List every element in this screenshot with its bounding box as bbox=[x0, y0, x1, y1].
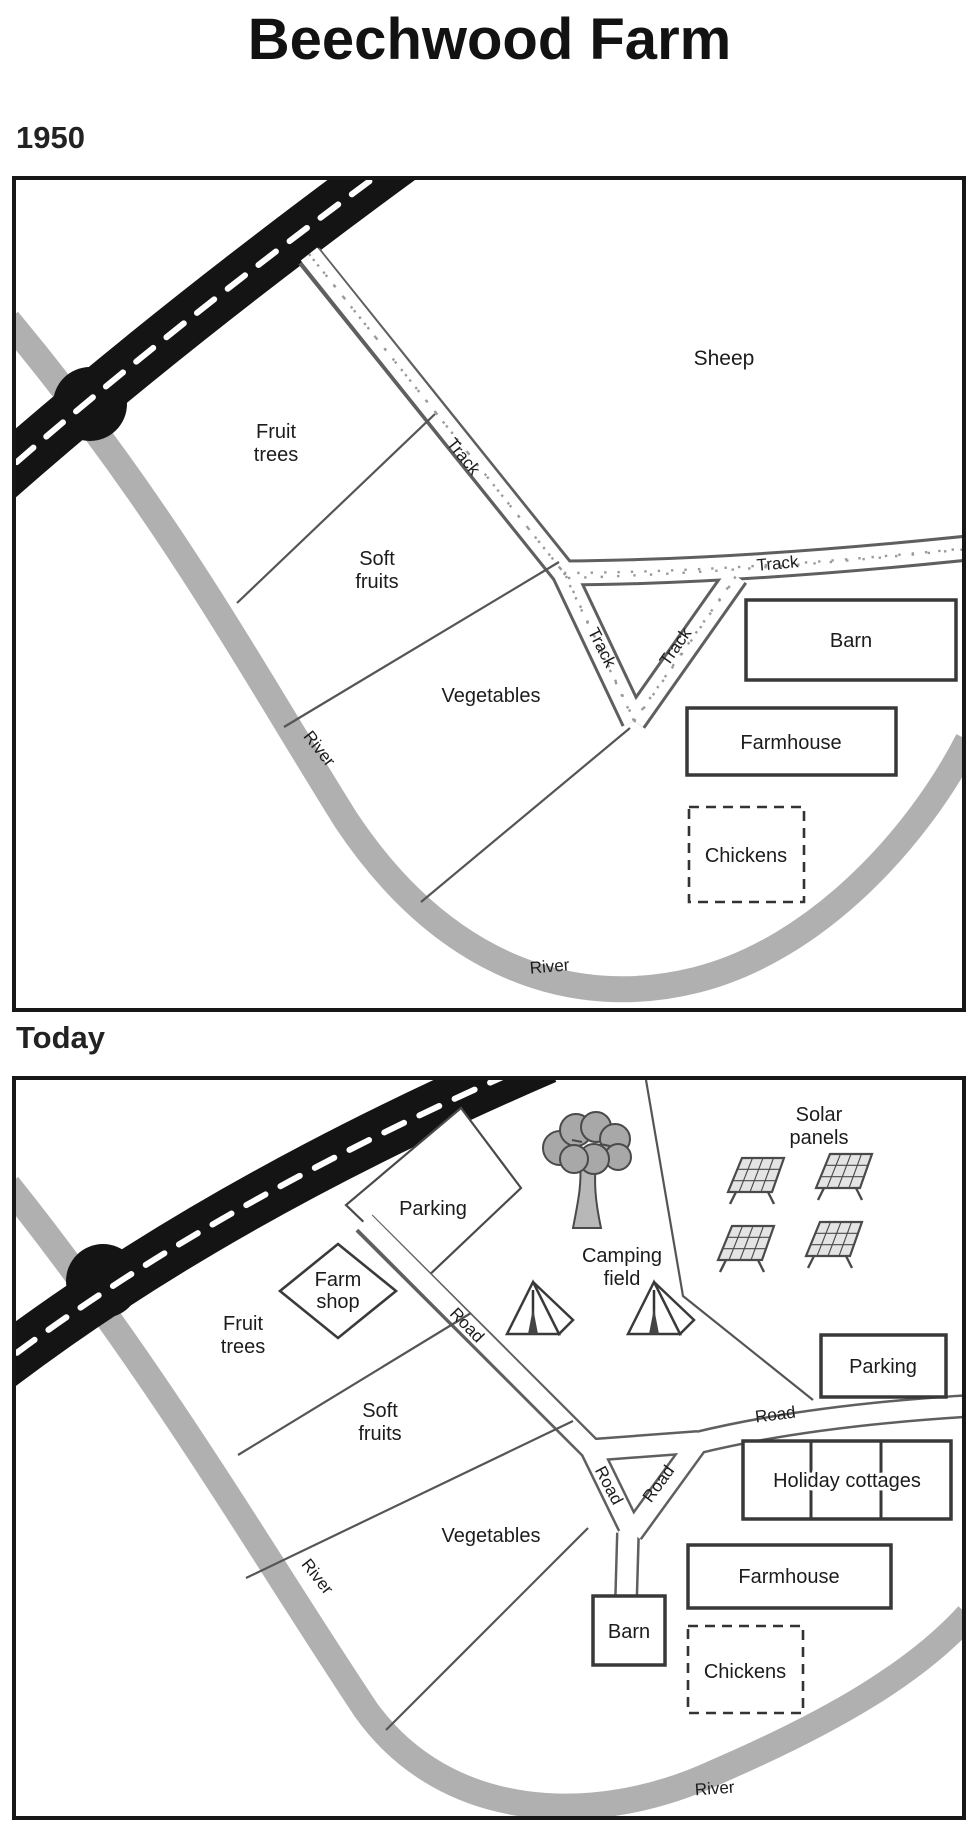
map-1950-panel: Sheep Fruit trees Soft fruits Vegetables… bbox=[12, 176, 966, 1012]
main-road-1950 bbox=[16, 180, 415, 498]
map-today-canvas: Parking Farm shop Fruit trees Soft fruit… bbox=[16, 1080, 962, 1816]
tree-icon bbox=[542, 1111, 632, 1229]
soft-fruits-label: fruits bbox=[355, 571, 398, 593]
camping-field-label: Camping bbox=[582, 1245, 662, 1267]
page-title: Beechwood Farm bbox=[247, 7, 732, 72]
holiday-cottages-dividers bbox=[809, 1441, 883, 1519]
farm-shop-label: Farm bbox=[315, 1269, 362, 1291]
sheep-field-label: Sheep bbox=[694, 347, 755, 370]
river-today bbox=[16, 1176, 962, 1816]
field-boundaries bbox=[237, 1080, 814, 1731]
fruit-trees-label: trees bbox=[221, 1336, 265, 1358]
parking-building-right bbox=[819, 1333, 948, 1399]
fruit-trees-label: trees bbox=[254, 444, 298, 466]
vegetables-label: Vegetables bbox=[442, 1525, 541, 1547]
camping-field-label: field bbox=[604, 1268, 641, 1290]
tent-icon bbox=[504, 1279, 575, 1337]
map-1950-period-label: 1950 bbox=[16, 120, 85, 155]
river-label: River bbox=[694, 1778, 735, 1800]
farm-shop-label: shop bbox=[316, 1291, 359, 1313]
road-label: Road bbox=[754, 1403, 797, 1427]
fruit-trees-label: Fruit bbox=[256, 421, 296, 443]
fruit-trees-label: Fruit bbox=[223, 1313, 263, 1335]
chickens-pen bbox=[687, 805, 806, 904]
river-label: River bbox=[529, 955, 571, 977]
barn-building bbox=[744, 598, 958, 682]
map-1950-canvas: Sheep Fruit trees Soft fruits Vegetables… bbox=[16, 180, 962, 1003]
holiday-cottages-label: Holiday cottages bbox=[773, 1470, 921, 1492]
soft-fruits-label: Soft bbox=[362, 1400, 398, 1422]
chickens-label: Chickens bbox=[704, 1661, 786, 1683]
farm-shop-building bbox=[277, 1242, 399, 1340]
track-label: Track bbox=[756, 552, 800, 575]
soft-fruits-label: Soft bbox=[359, 548, 395, 570]
roads bbox=[355, 1214, 962, 1603]
road-dash-line bbox=[16, 180, 377, 467]
parking-label: Parking bbox=[399, 1198, 467, 1220]
parking-label: Parking bbox=[849, 1356, 917, 1378]
solar-panels-label: Solar bbox=[796, 1104, 843, 1126]
river-1950 bbox=[16, 311, 962, 1003]
tracks bbox=[298, 247, 962, 729]
road-dash-line bbox=[16, 1080, 504, 1358]
barn-label: Barn bbox=[608, 1621, 650, 1643]
tent-icon bbox=[625, 1279, 696, 1337]
map-today-panel: Parking Farm shop Fruit trees Soft fruit… bbox=[12, 1076, 966, 1820]
vegetables-label: Vegetables bbox=[442, 685, 541, 707]
chickens-label: Chickens bbox=[705, 845, 787, 867]
farmhouse-building bbox=[686, 1543, 893, 1610]
holiday-cottages-building bbox=[741, 1439, 953, 1521]
farmhouse-label: Farmhouse bbox=[738, 1566, 839, 1588]
solar-panels-label: panels bbox=[790, 1127, 849, 1149]
solar-panels-icons bbox=[716, 1152, 874, 1274]
field-boundaries bbox=[236, 413, 631, 903]
barn-building bbox=[591, 1594, 667, 1667]
barn-label: Barn bbox=[830, 630, 872, 652]
farmhouse-label: Farmhouse bbox=[740, 732, 841, 754]
map-today-period-label: Today bbox=[16, 1020, 105, 1055]
chickens-pen bbox=[686, 1624, 805, 1715]
soft-fruits-label: fruits bbox=[358, 1423, 401, 1445]
farmhouse-building bbox=[685, 706, 898, 777]
